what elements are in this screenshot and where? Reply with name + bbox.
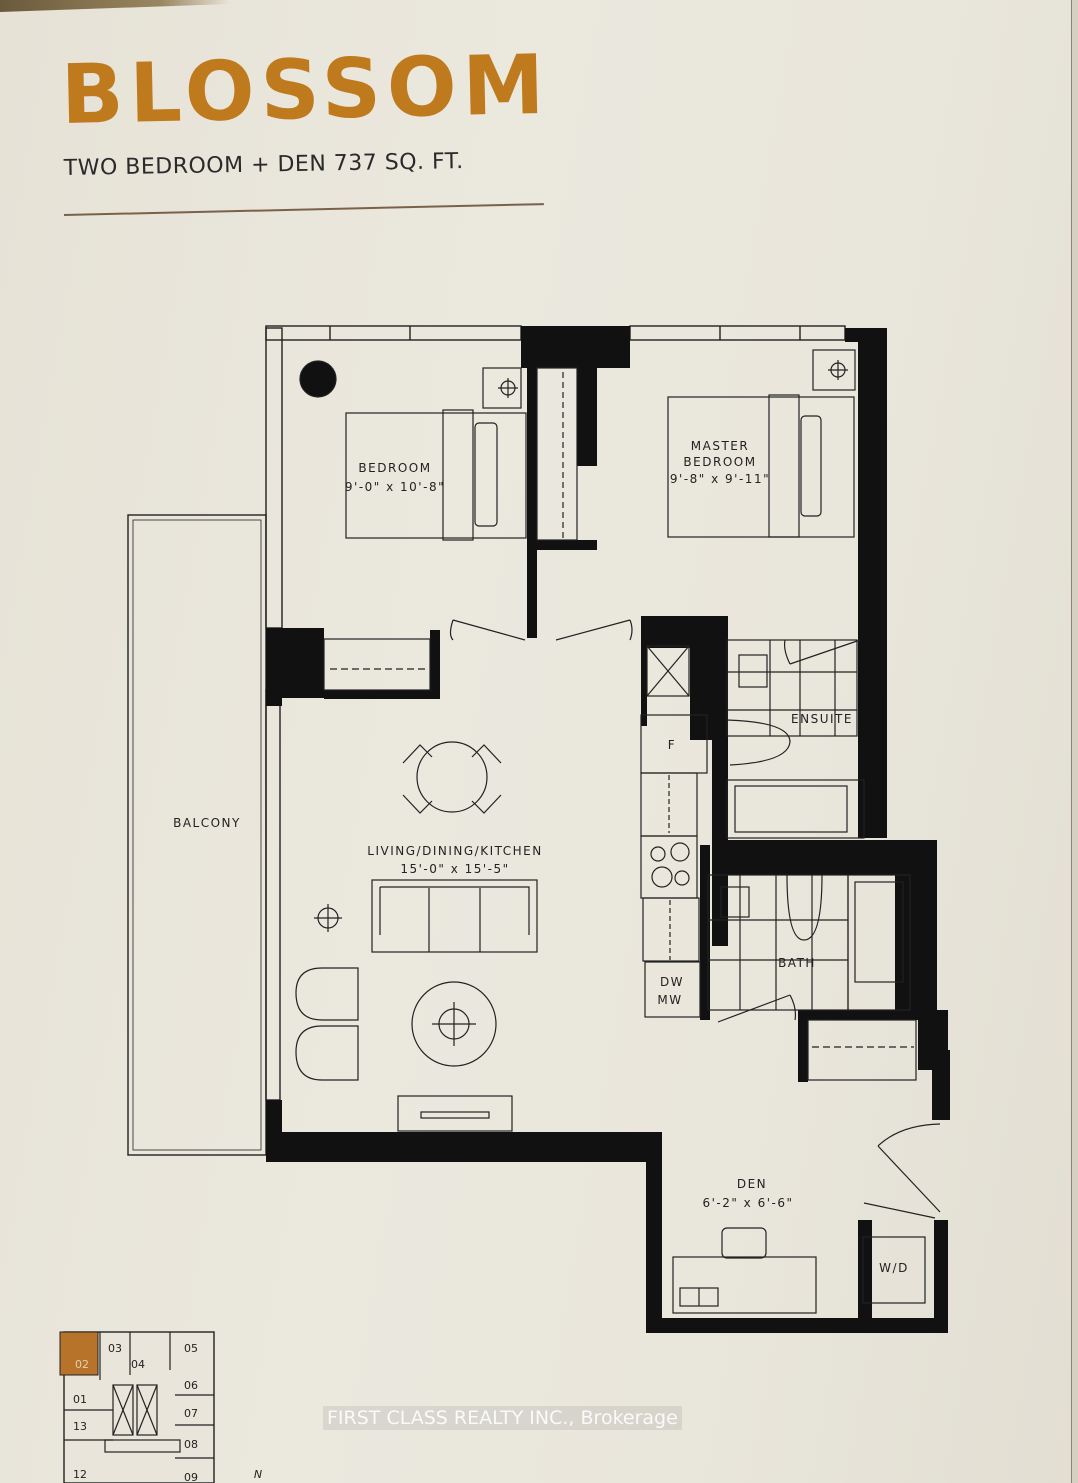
svg-text:05: 05 xyxy=(184,1342,198,1355)
svg-text:02: 02 xyxy=(75,1358,89,1371)
desk xyxy=(672,1256,817,1314)
column xyxy=(299,360,337,398)
svg-text:04: 04 xyxy=(131,1358,145,1371)
svg-text:9'-0" x 10'-8": 9'-0" x 10'-8" xyxy=(345,480,445,494)
svg-text:6'-2" x 6'-6": 6'-2" x 6'-6" xyxy=(702,1196,793,1210)
coffee-table xyxy=(411,981,497,1067)
svg-text:MW: MW xyxy=(657,993,682,1007)
tv-console xyxy=(397,1095,513,1132)
balcony-outline xyxy=(127,514,267,1156)
svg-text:09: 09 xyxy=(184,1471,198,1483)
svg-text:DW: DW xyxy=(660,975,684,989)
svg-text:01: 01 xyxy=(73,1393,87,1406)
brokerage-watermark: FIRST CLASS REALTY INC., Brokerage xyxy=(323,1406,682,1430)
key-plan: 02 03 04 05 06 01 07 13 08 12 09 N xyxy=(59,1331,262,1483)
label-den: DEN xyxy=(737,1177,767,1191)
dining-table xyxy=(416,741,488,813)
label-wd: W/D xyxy=(879,1261,909,1275)
bed-bedroom xyxy=(345,412,527,539)
label-living: LIVING/DINING/KITCHEN xyxy=(367,844,542,858)
label-bath: BATH xyxy=(778,956,816,970)
svg-text:9'-8" x 9'-11": 9'-8" x 9'-11" xyxy=(670,472,770,486)
walls xyxy=(266,326,950,1333)
sofa xyxy=(371,879,538,953)
svg-text:03: 03 xyxy=(108,1342,122,1355)
svg-text:15'-0" x 15'-5": 15'-0" x 15'-5" xyxy=(400,862,509,876)
label-balcony: BALCONY xyxy=(173,816,241,830)
svg-text:07: 07 xyxy=(184,1407,198,1420)
label-master: MASTER xyxy=(691,439,749,453)
svg-text:08: 08 xyxy=(184,1438,198,1451)
svg-text:06: 06 xyxy=(184,1379,198,1392)
label-bedroom: BEDROOM xyxy=(358,461,431,475)
washer-dryer xyxy=(862,1236,926,1304)
svg-text:12: 12 xyxy=(73,1468,87,1481)
north-arrow: N xyxy=(254,1468,262,1481)
svg-text:BEDROOM: BEDROOM xyxy=(683,455,756,469)
svg-text:13: 13 xyxy=(73,1420,87,1433)
label-fridge: F xyxy=(668,738,676,752)
label-ensuite: ENSUITE xyxy=(791,712,853,726)
page-edge xyxy=(1071,0,1078,1483)
bed-master xyxy=(667,396,855,538)
